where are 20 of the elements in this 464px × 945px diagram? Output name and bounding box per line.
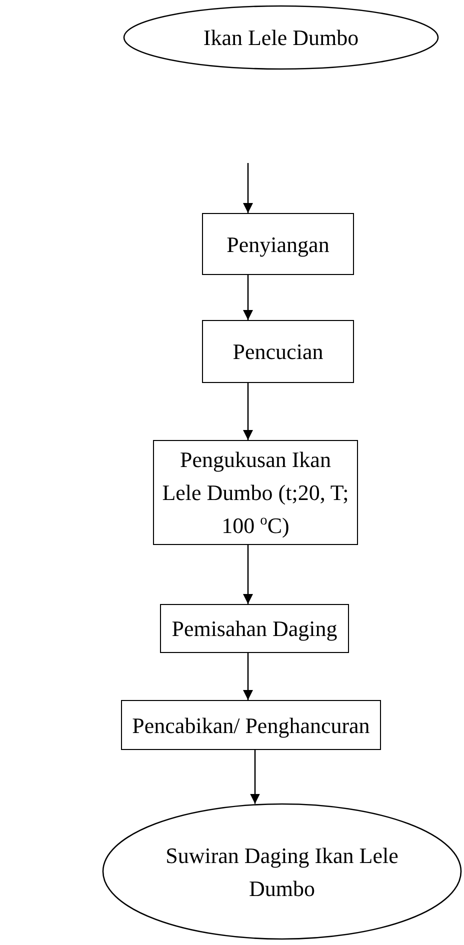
process-box [160,604,349,653]
step-label: Pencabikan/ Penghancuran [132,712,370,740]
arrow [243,275,253,320]
step-label: Pengukusan Ikan Lele Dumbo (t;20, T; 100 $^{o}$C) [161,446,350,540]
arrow [243,653,253,700]
arrow [243,545,253,604]
process-box [153,440,358,545]
arrow [243,383,253,440]
terminal-ellipse [102,803,462,940]
process-box [121,700,381,750]
process-box [202,213,354,275]
process-box [202,320,354,383]
terminal-ellipse [123,5,439,70]
step-label: Pemisahan Daging [172,615,338,643]
arrow [243,163,253,213]
step-label: Pencucian [232,338,324,366]
step-label: Suwiran Daging Ikan Lele Dumbo [164,842,400,902]
arrow [250,750,260,804]
step-label: Penyiangan [226,230,330,259]
step-label: Ikan Lele Dumbo [203,24,359,52]
